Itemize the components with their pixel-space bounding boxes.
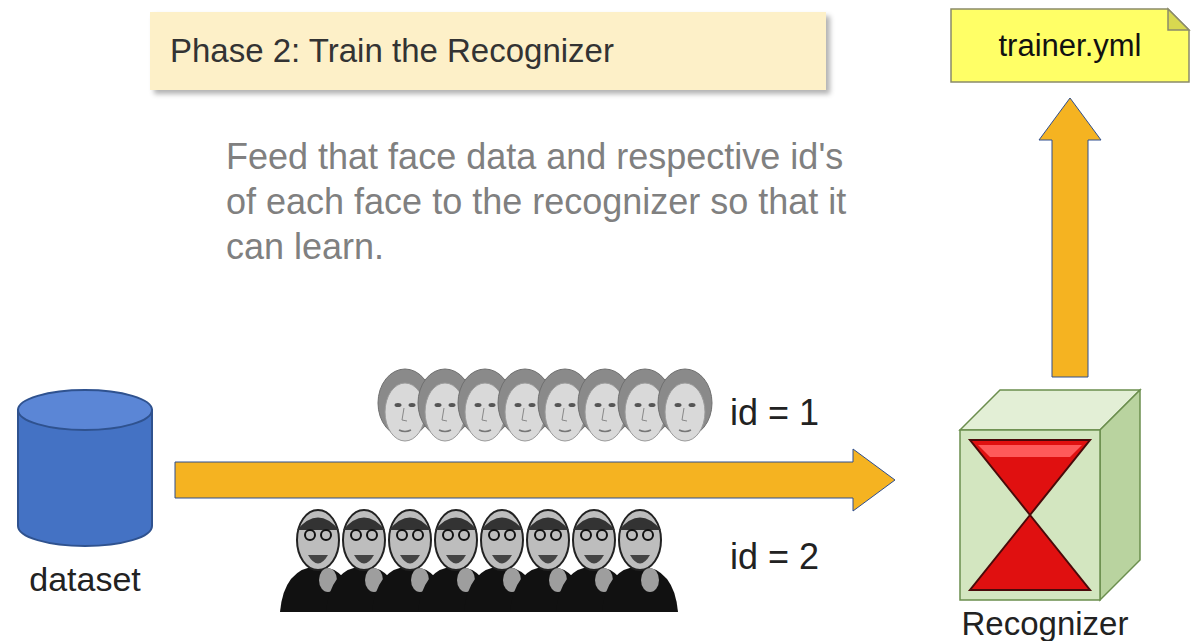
block-arrow (1039, 98, 1101, 377)
block-arrow (175, 449, 895, 511)
recognizer-cube: Recognizer (945, 385, 1145, 635)
node-text: dataset (29, 560, 141, 599)
man-face (602, 510, 678, 612)
description-text: Feed that face data and respective id's … (226, 134, 876, 269)
id-label: id = 2 (730, 536, 819, 578)
dataset-cylinder: dataset (15, 388, 155, 603)
node-text: trainer.yml (999, 28, 1142, 64)
title-text: Phase 2: Train the Recognizer (170, 32, 614, 70)
node-text: Recognizer (962, 605, 1129, 641)
woman-face (658, 369, 712, 441)
output-file-note: trainer.yml (950, 8, 1190, 83)
cube-shape (945, 385, 1145, 603)
title-box: Phase 2: Train the Recognizer (150, 12, 826, 90)
cylinder-shape (15, 388, 155, 548)
id-label: id = 1 (730, 392, 819, 434)
